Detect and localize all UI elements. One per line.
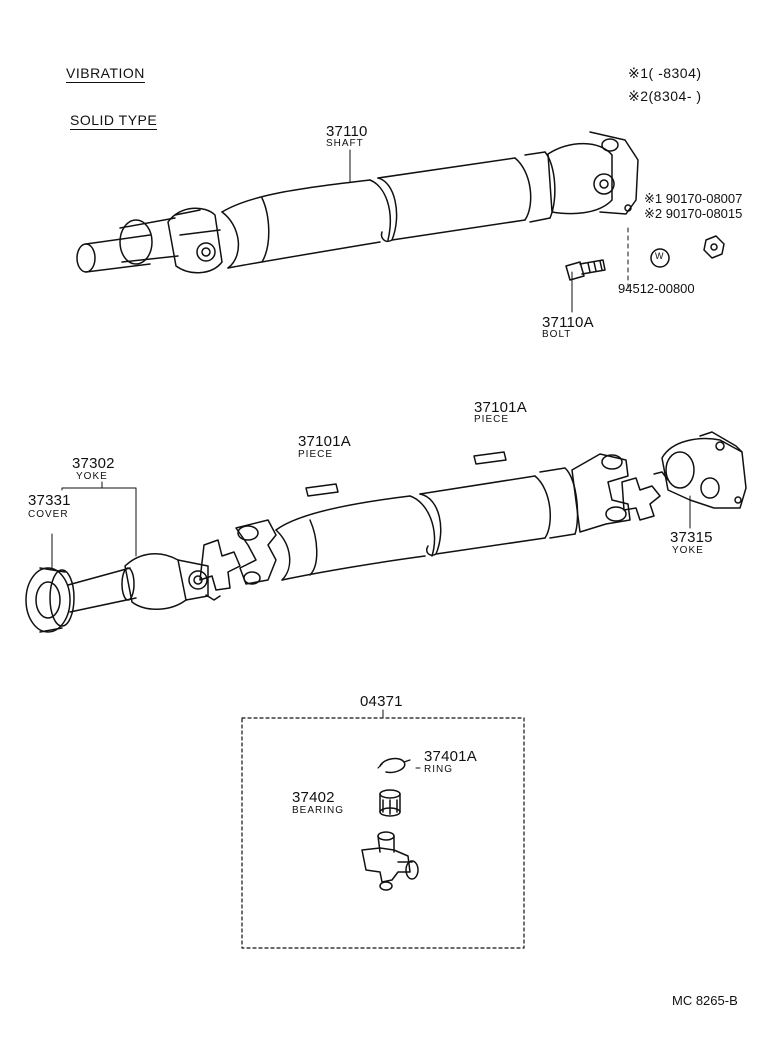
washer-part-number: 94512-00800 [618,281,695,296]
kit-box [241,709,525,949]
nut-part-number-2: ※2 90170-08015 [644,206,743,221]
yoke-front-bracket [61,487,137,557]
piece-a-drawing [305,483,339,497]
upper-tube-break [369,177,398,243]
front-tube-yoke-drawing [235,519,277,585]
piece-a-part-number: 37101A [298,433,351,450]
ring-drawing [379,757,406,774]
bearing-drawing [379,789,401,817]
front-yoke-part-number: 37302 [72,455,115,472]
lower-tube-rear [419,467,579,555]
piece-b-drawing [473,451,507,465]
bolt-drawing [565,259,606,281]
washer-symbol-drawing [650,248,670,268]
shaft-part-name: SHAFT [326,138,364,149]
upper-tube-rear [377,151,556,241]
kit-part-number: 04371 [360,693,403,710]
cover-part-name: COVER [28,509,69,520]
upper-propeller-shaft [76,131,639,274]
bolt-part-number: 37110A [542,314,594,331]
upper-front-universal-joint [167,207,223,274]
shaft-part-number: 37110 [326,123,368,140]
ring-part-number: 37401A [424,748,477,765]
solid-type-heading: SOLID TYPE [70,112,158,130]
lower-propeller-shaft [25,431,747,633]
bearing-part-number: 37402 [292,789,335,806]
note-2: ※2(8304- ) [628,88,702,104]
upper-leader-lines [349,149,629,313]
piece-b-part-number: 37101A [474,399,527,416]
balance-pieces [305,451,507,497]
upper-tube-front [221,179,381,269]
nut-drawing [703,235,725,259]
lower-tube-break [409,493,442,557]
bearing-part-name: BEARING [292,805,345,816]
bolt-part-name: BOLT [542,329,572,340]
washer-symbol: W [655,251,664,261]
nut-part-number-1: ※1 90170-08007 [644,191,743,206]
piece-b-part-name: PIECE [474,414,510,425]
note-1: ※1( -8304) [628,65,702,81]
front-yoke-part-name: YOKE [76,471,108,482]
rear-yoke-part-number: 37315 [670,529,713,546]
rear-yoke-drawing [661,431,747,509]
cover-drawing [25,567,75,633]
lower-tube-front [275,495,426,581]
upper-sleeve-yoke-drawing [76,217,179,273]
rear-tube-yoke-drawing [571,453,631,533]
front-yoke-drawing [67,553,209,613]
upper-rear-universal-joint [547,131,639,215]
front-spider-drawing [199,539,241,601]
ring-part-name: RING [424,764,453,775]
rear-yoke-part-name: YOKE [672,545,704,556]
kit-spider-drawing [361,831,419,891]
vibration-heading: VIBRATION [66,65,145,83]
cover-part-number: 37331 [28,492,71,509]
piece-a-part-name: PIECE [298,449,334,460]
diagram-code: MC 8265-B [672,993,738,1008]
lower-leader-lines [51,481,691,569]
